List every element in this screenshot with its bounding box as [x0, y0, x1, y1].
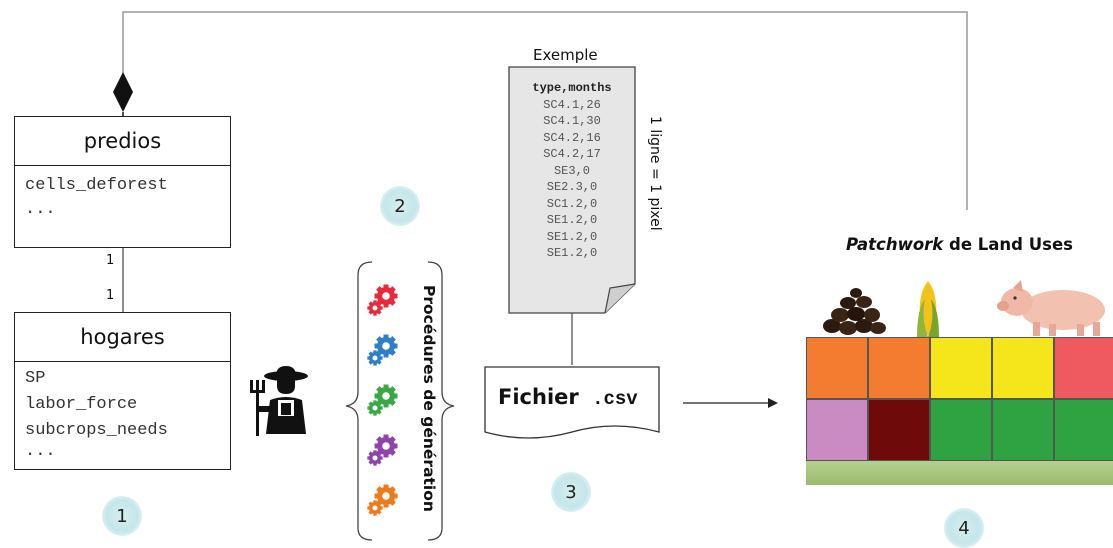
file-label-text: Fichier: [498, 385, 579, 409]
patchwork-title-italic: Patchwork: [846, 235, 944, 254]
left-brace: [345, 261, 373, 541]
hogares-attributes: SP labor_force subcrops_needs...: [15, 362, 230, 468]
grid-cell: [1054, 337, 1113, 399]
csv-line: SC4.1,26: [543, 97, 601, 112]
feedback-line: [122, 11, 968, 210]
right-brace: [427, 261, 455, 541]
hogares-attr: ...: [25, 442, 56, 461]
grid-cell: [930, 337, 992, 399]
predios-class-box: predios cells_deforest...: [14, 116, 231, 248]
gear-icon: [367, 350, 383, 366]
patchwork-title: Patchwork de Land Uses: [846, 235, 1073, 254]
step-1-badge: 1: [102, 496, 142, 536]
hogares-attr: SP: [25, 369, 46, 388]
composition-diamond: [113, 72, 133, 112]
grid-cell: [992, 337, 1054, 399]
csv-line: SC4.2,17: [543, 147, 601, 161]
step-3-badge: 3: [551, 472, 591, 512]
file-extension: .csv: [592, 388, 638, 410]
gear-icon: [374, 484, 398, 508]
gear-icon: [367, 500, 383, 516]
csv-line: SE2.3,0: [546, 180, 598, 194]
hogares-class-title: hogares: [15, 313, 230, 362]
grid-cell: [868, 337, 930, 399]
corn-icon: [917, 281, 939, 337]
csv-header-line: type,months: [532, 81, 612, 95]
csv-line: SE1.2,0: [546, 229, 598, 244]
patchwork-title-rest: de Land Uses: [943, 235, 1073, 254]
predios-class-title: predios: [15, 117, 230, 166]
csv-line: SC4.1,30: [543, 114, 601, 128]
multiplicity-top: 1: [106, 253, 115, 268]
hogares-class-box: hogares SP labor_force subcrops_needs...: [14, 312, 231, 470]
gear-icon: [374, 284, 398, 308]
hogares-attr: labor_force: [25, 395, 138, 414]
file-label: Fichier .csv: [498, 385, 638, 410]
grid-cell: [1054, 399, 1113, 461]
csv-line: SC4.2,16: [543, 130, 601, 145]
pig-icon: [997, 280, 1105, 336]
patchwork-grid: [806, 337, 1113, 461]
predios-attributes: cells_deforest...: [15, 166, 230, 230]
gear-icon: [367, 300, 383, 316]
grid-cell: [806, 399, 868, 461]
coffee-beans-icon: [823, 288, 886, 335]
gear-icon: [367, 450, 383, 466]
predios-attr: ...: [25, 200, 56, 219]
document-icon: [508, 66, 636, 314]
file-shape: [484, 366, 660, 439]
grid-cell: [868, 399, 930, 461]
gear-icon: [374, 434, 398, 458]
side-note: 1 ligne = 1 pixel: [647, 116, 663, 231]
gear-icon: [367, 400, 383, 416]
csv-line: SE3,0: [553, 163, 590, 178]
csv-line: SE1.2,0: [546, 246, 598, 260]
grid-cell: [806, 337, 868, 399]
gear-icons: [367, 284, 398, 516]
multiplicity-bottom: 1: [106, 288, 115, 303]
csv-line: SE1.2,0: [546, 213, 598, 227]
csv-example-content: type,months SC4.1,26 SC4.1,30 SC4.2,16 S…: [508, 80, 636, 262]
grid-cell: [930, 399, 992, 461]
csv-line: SC1.2,0: [546, 196, 598, 211]
procedures-label: Procédures de génération: [420, 285, 438, 512]
step-2-badge: 2: [380, 186, 420, 226]
ground-strip: [806, 461, 1113, 485]
predios-attr: cells_deforest: [25, 176, 168, 195]
gear-icon: [374, 384, 398, 408]
hogares-attr: subcrops_needs: [25, 421, 168, 440]
example-title: Exemple: [533, 46, 598, 64]
grid-cell: [992, 399, 1054, 461]
step-4-badge: 4: [944, 508, 984, 548]
farmer-icon: [250, 366, 308, 436]
gears-column: [366, 282, 400, 532]
